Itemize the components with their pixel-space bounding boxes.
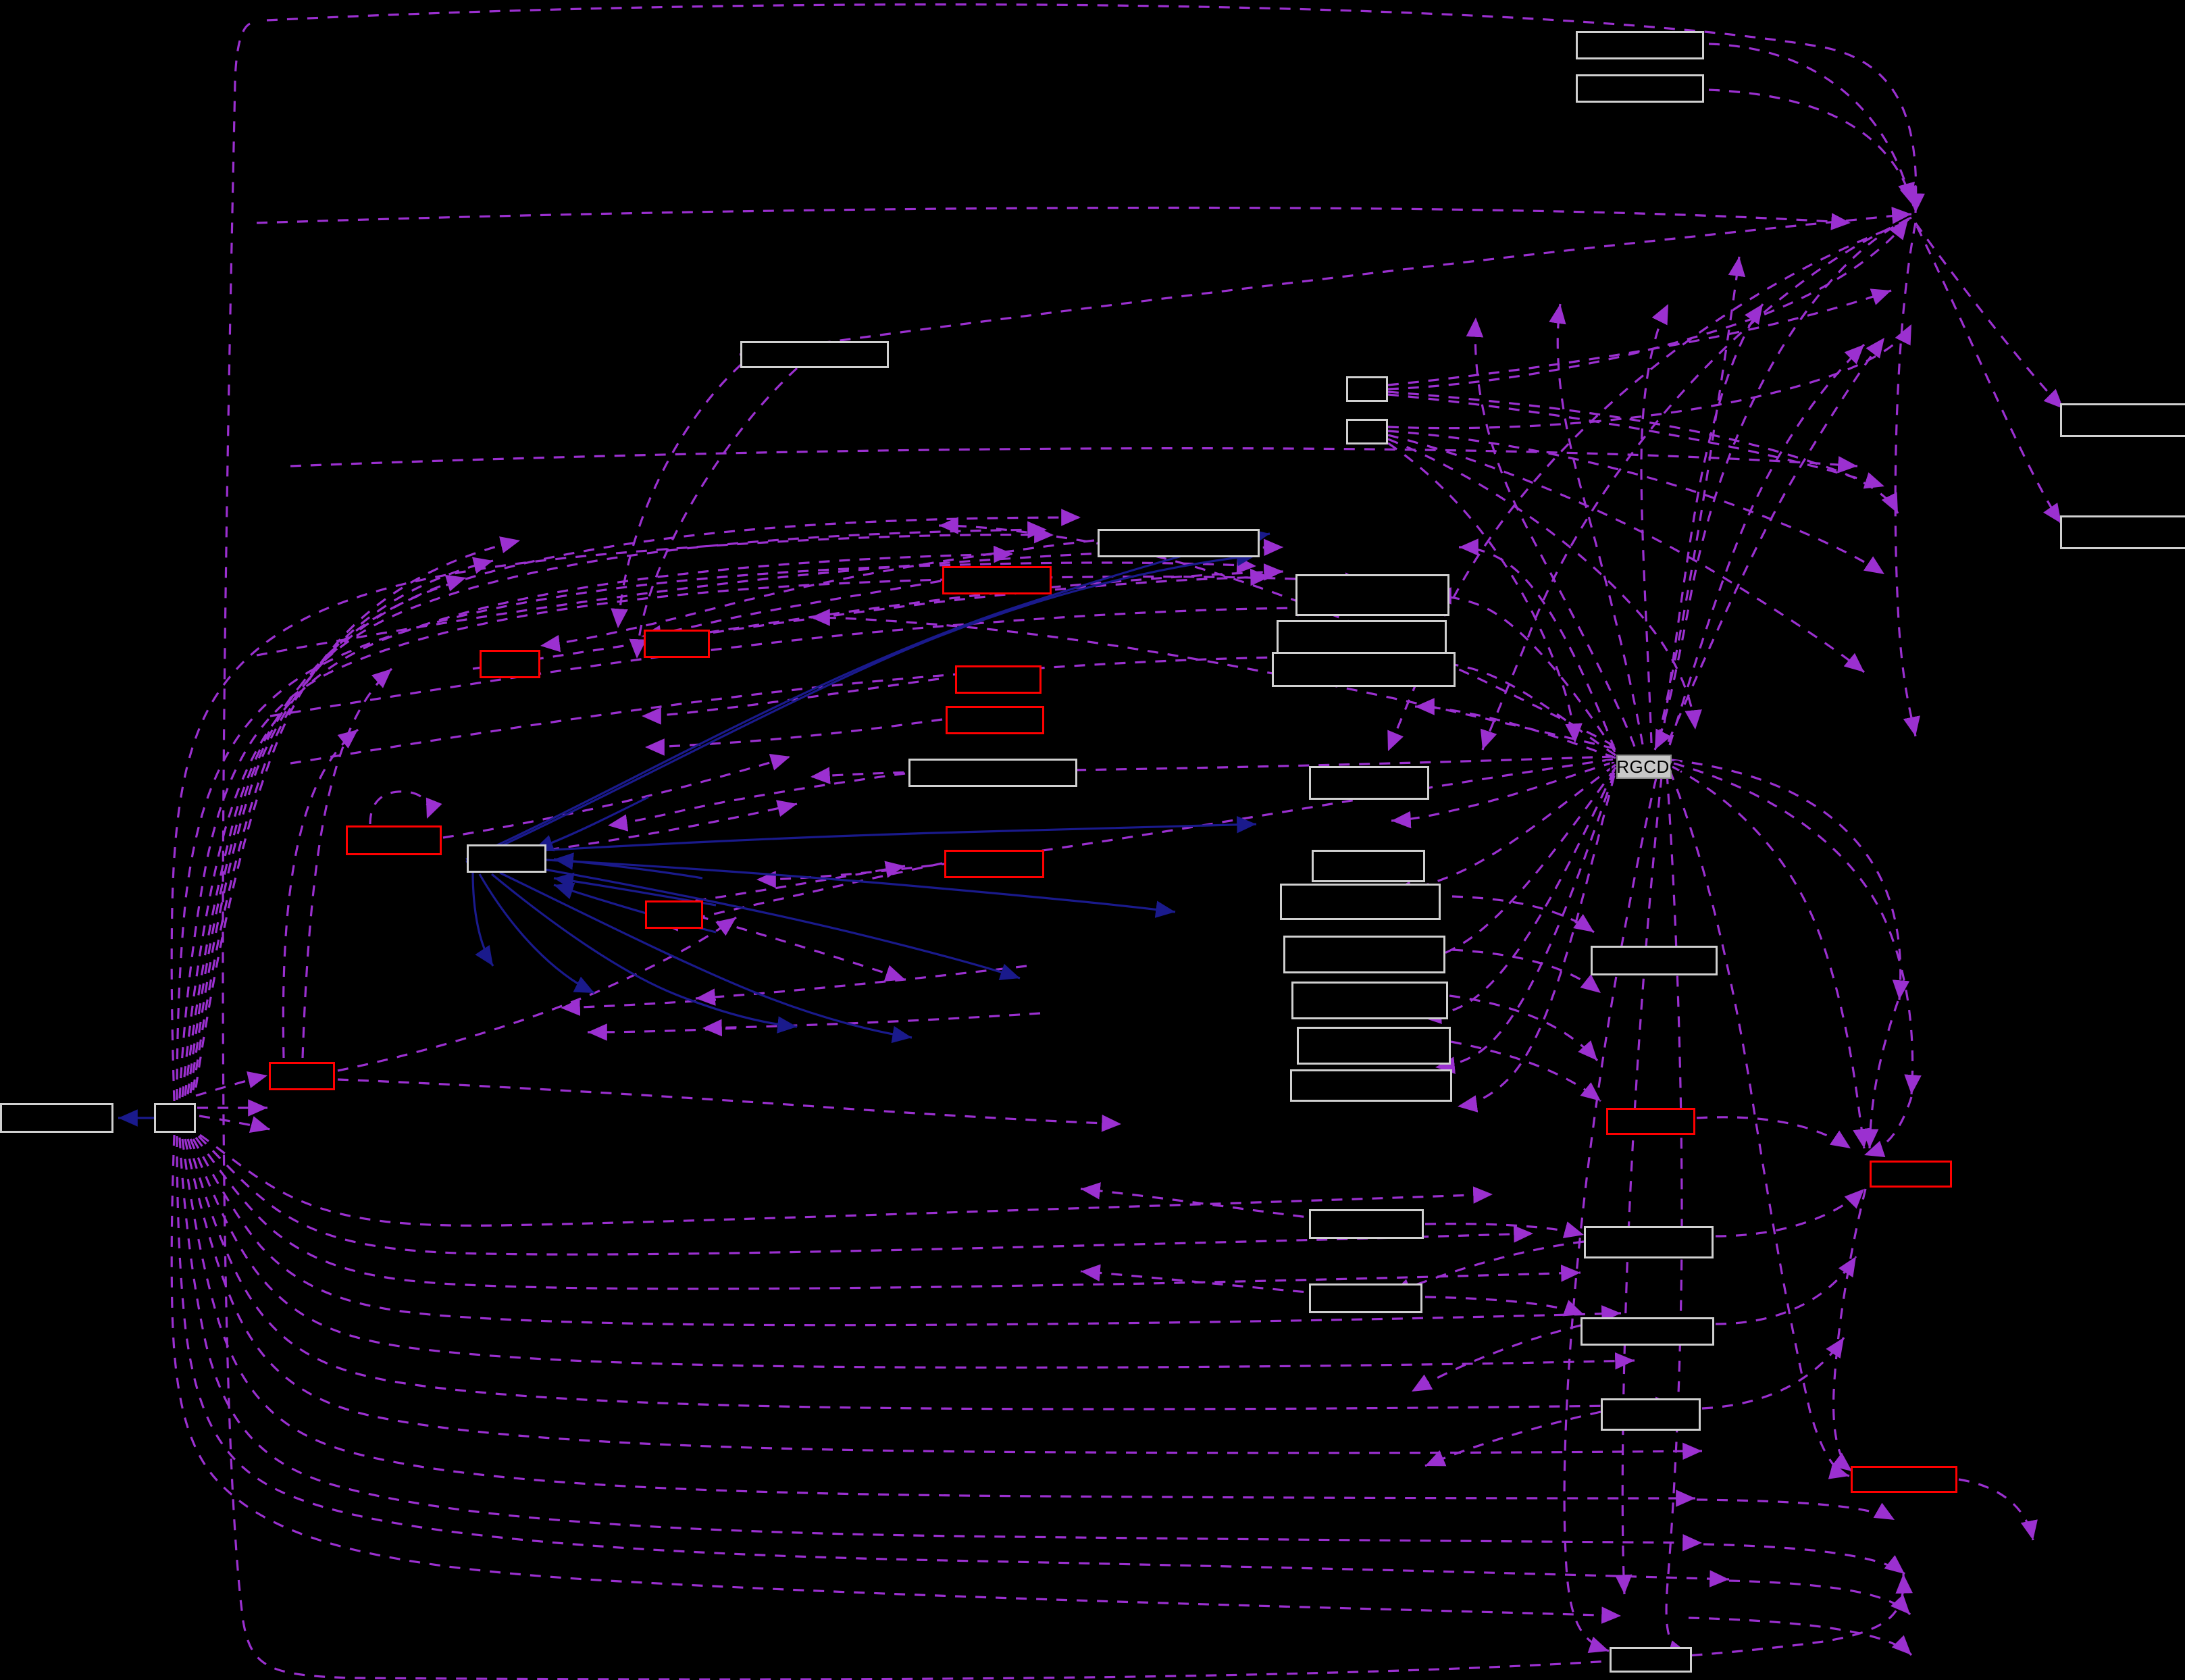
graph-node[interactable]: [1297, 1027, 1451, 1065]
graph-node[interactable]: [942, 566, 1052, 594]
graph-node[interactable]: [645, 900, 703, 929]
graph-node[interactable]: [1584, 1226, 1714, 1258]
graph-node[interactable]: [1312, 850, 1425, 882]
graph-node[interactable]: [1870, 1161, 1952, 1188]
graph-node[interactable]: [1576, 74, 1704, 103]
graph-node[interactable]: [1576, 31, 1704, 59]
graph-node[interactable]: [1580, 1317, 1714, 1346]
graph-node[interactable]: [1309, 1209, 1424, 1239]
graph-node-label: TRGCDC: [1605, 756, 1683, 777]
graph-node[interactable]: [1280, 884, 1441, 920]
graph-node[interactable]: [908, 759, 1077, 787]
graph-node[interactable]: [1601, 1398, 1701, 1431]
graph-node[interactable]: [740, 341, 889, 368]
graph-node[interactable]: [955, 665, 1042, 694]
graph-node[interactable]: [1098, 529, 1260, 557]
graph-node[interactable]: [1851, 1466, 1957, 1493]
graph-node[interactable]: [467, 844, 546, 873]
dashed-edge-group: [170, 3, 2065, 1680]
graph-node[interactable]: [944, 850, 1044, 878]
graph-node[interactable]: [946, 706, 1044, 734]
solid-edge-group: [118, 529, 1270, 1127]
graph-node[interactable]: [269, 1062, 335, 1090]
graph-node[interactable]: [1290, 1069, 1452, 1102]
graph-node[interactable]: [644, 630, 710, 658]
graph-node[interactable]: [1591, 946, 1718, 975]
graph-node[interactable]: [480, 650, 540, 678]
graph-node[interactable]: [1606, 1108, 1695, 1135]
graph-node[interactable]: [1277, 620, 1447, 655]
graph-node[interactable]: [1346, 376, 1388, 402]
graph-node[interactable]: [2060, 403, 2185, 437]
graph-node[interactable]: [1283, 936, 1445, 973]
graph-node[interactable]: [2060, 515, 2185, 549]
graph-node[interactable]: [346, 825, 442, 855]
graph-node[interactable]: [1272, 652, 1456, 687]
graph-node[interactable]: [1309, 1283, 1422, 1313]
graph-node[interactable]: [1291, 982, 1448, 1019]
graph-node[interactable]: [1346, 419, 1388, 444]
graph-node[interactable]: [0, 1103, 113, 1133]
graph-node[interactable]: [1295, 574, 1449, 616]
graph-node[interactable]: [154, 1103, 196, 1133]
graph-node[interactable]: [1610, 1647, 1692, 1673]
graph-node-labeled[interactable]: TRGCDC: [1605, 755, 1682, 779]
graph-node[interactable]: [1309, 766, 1429, 800]
